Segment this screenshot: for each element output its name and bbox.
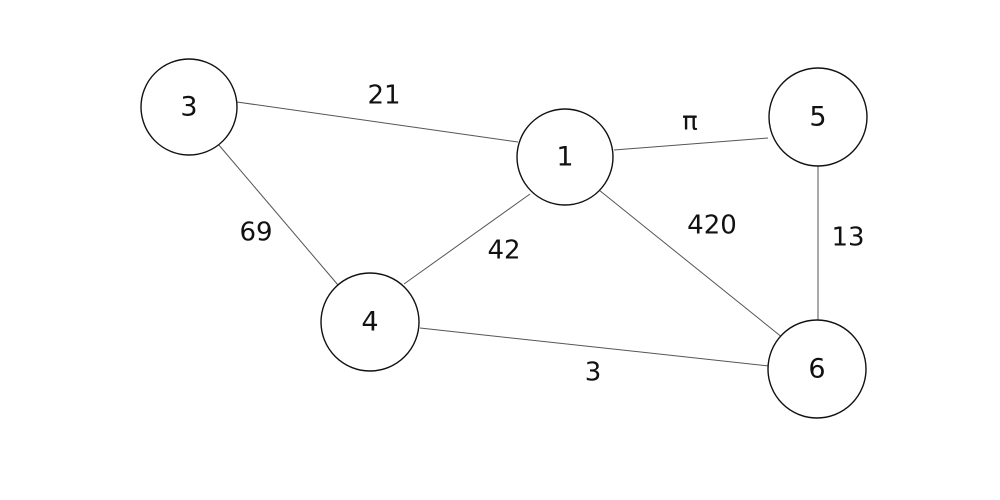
node-3-circle (140, 58, 238, 156)
edge-label-3-1: 21 (367, 81, 400, 111)
node-1-label: 1 (556, 142, 573, 173)
node-6: 6 (767, 319, 867, 419)
node-6-label: 6 (808, 354, 825, 385)
edge-3-1 (236, 101, 519, 143)
edge-label-4-6: 3 (585, 358, 602, 388)
edge-4-1 (403, 193, 531, 285)
nodes-group: 3 1 5 4 6 (140, 58, 868, 419)
node-1: 1 (516, 108, 614, 206)
edge-label-1-6: 420 (687, 211, 737, 241)
edge-4-6 (419, 327, 770, 367)
edge-label-3-4: 69 (239, 218, 272, 248)
node-5-label: 5 (809, 102, 826, 133)
node-5: 5 (768, 67, 868, 167)
node-4: 4 (320, 272, 420, 372)
node-4-circle (320, 272, 420, 372)
edge-labels-group: 21 π 69 42 420 13 3 (239, 81, 864, 388)
edges-group (217, 101, 819, 367)
edge-label-1-5: π (682, 107, 698, 137)
node-4-label: 4 (361, 307, 378, 338)
edge-1-5 (613, 137, 769, 151)
node-1-circle (516, 108, 614, 206)
node-3: 3 (140, 58, 238, 156)
node-3-label: 3 (180, 92, 197, 123)
edge-3-4 (217, 143, 339, 286)
node-5-circle (768, 67, 868, 167)
edge-1-6 (598, 189, 784, 339)
edge-label-5-6: 13 (831, 223, 864, 253)
node-6-circle (767, 319, 867, 419)
edge-label-4-1: 42 (487, 236, 520, 266)
